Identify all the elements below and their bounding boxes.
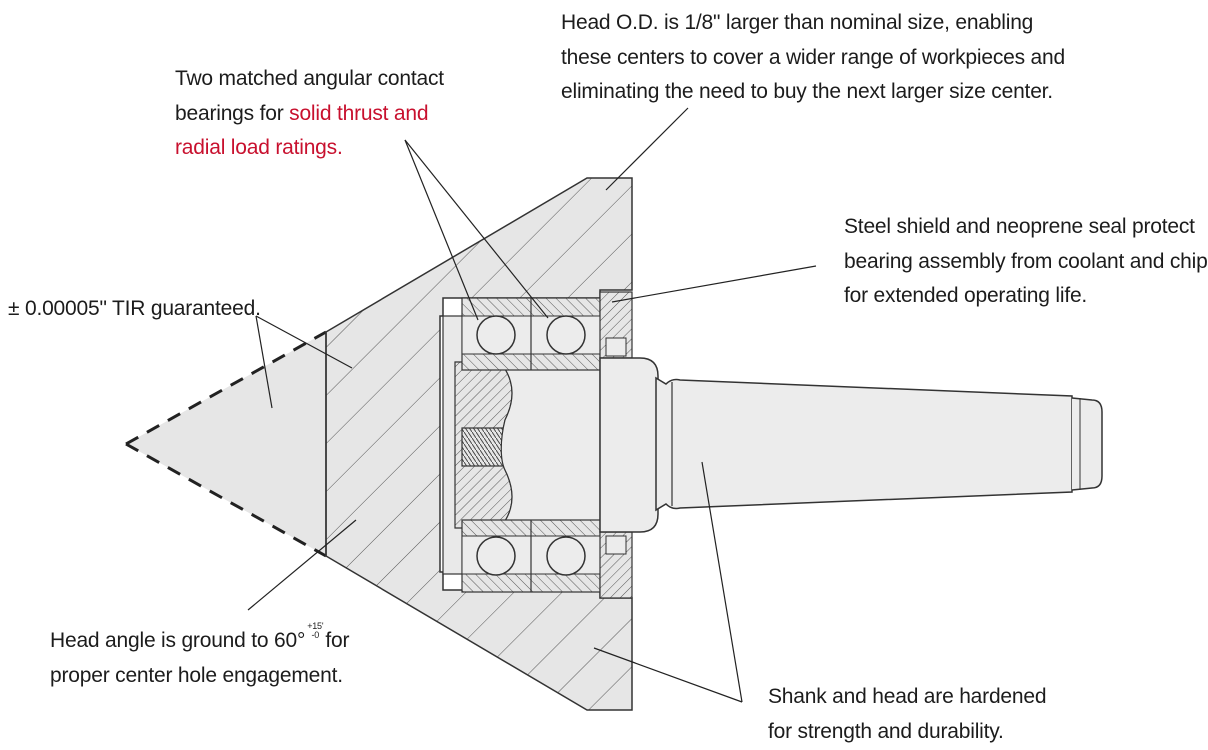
- tolerance-plus: +15': [307, 621, 324, 631]
- cone-tip-dashed: [125, 330, 327, 558]
- callout-seal: Steel shield and neoprene seal protect b…: [844, 210, 1208, 314]
- bearings-top: [461, 297, 601, 371]
- callout-head-angle-line2: proper center hole engagement.: [50, 663, 343, 687]
- spindle: [454, 361, 601, 529]
- leader-lines: [247, 107, 817, 703]
- callout-bearings-line1: Two matched angular contact: [175, 67, 444, 90]
- callout-head-od: Head O.D. is 1/8" larger than nominal si…: [561, 6, 1065, 110]
- callout-head-od-line3: eliminating the need to buy the next lar…: [561, 80, 1053, 103]
- callout-bearings: Two matched angular contact bearings for…: [175, 62, 444, 166]
- ball: [476, 536, 516, 576]
- callout-head-angle-suffix: for: [325, 629, 350, 652]
- head-body: [325, 177, 633, 711]
- callout-head-od-line2: these centers to cover a wider range of …: [561, 45, 1065, 69]
- callout-tir: ± 0.00005" TIR guaranteed.: [8, 292, 261, 327]
- flange: [599, 357, 659, 533]
- callout-seal-line2: bearing assembly from coolant and chips: [844, 249, 1208, 273]
- shank: [655, 376, 1103, 512]
- callout-bearings-highlight-2: radial load ratings.: [175, 136, 343, 159]
- callout-bearings-line2: bearings for solid thrust and: [175, 97, 444, 132]
- callout-seal-line3: for extended operating life.: [844, 284, 1088, 307]
- callout-head-angle-prefix: Head angle is ground to 60°: [50, 629, 306, 652]
- callout-shank: Shank and head are hardened for strength…: [768, 680, 1047, 749]
- callout-seal-line1: Steel shield and neoprene seal protect: [844, 215, 1195, 238]
- callout-shank-line2: for strength and durability.: [768, 719, 1004, 743]
- bearings-bottom: [461, 519, 601, 593]
- callout-tir-text: ± 0.00005" TIR guaranteed.: [8, 297, 261, 320]
- callout-head-od-line1: Head O.D. is 1/8" larger than nominal si…: [561, 11, 1034, 34]
- angle-tolerance: +15'-0: [307, 622, 323, 640]
- ball: [476, 315, 516, 355]
- seal-shield: [599, 291, 633, 599]
- callout-bearings-line2-plain: bearings for: [175, 101, 290, 125]
- tolerance-minus: -0: [311, 630, 320, 640]
- callout-bearings-highlight-1: solid thrust and: [289, 101, 429, 125]
- callout-shank-line1: Shank and head are hardened: [768, 685, 1047, 708]
- ball: [546, 315, 586, 355]
- ball: [546, 536, 586, 576]
